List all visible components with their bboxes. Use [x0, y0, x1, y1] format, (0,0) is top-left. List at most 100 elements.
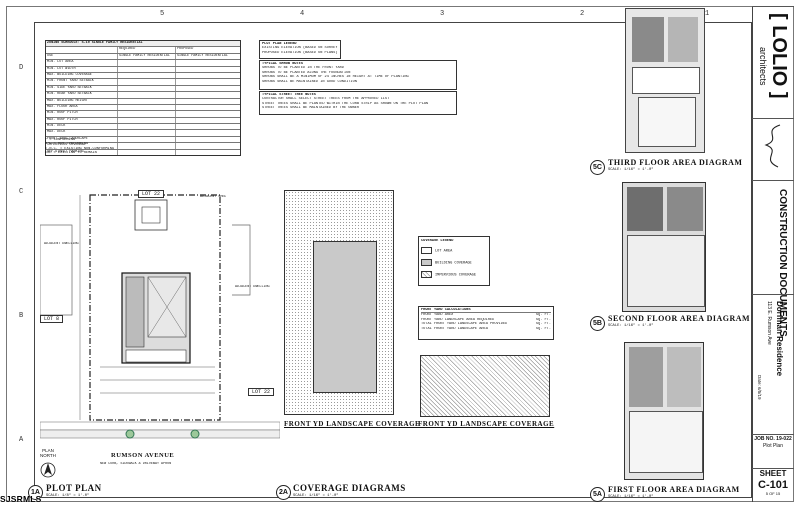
plot-plan-legend: PLOT PLAN LEGEND EXISTING ELEVATION (BAS…: [259, 40, 341, 59]
zoning-row: MIN. LOT WIDTH: [46, 66, 240, 73]
project-section: Dorfman Residence 113 E. Rumson Ave Date…: [752, 294, 794, 406]
zoning-cell: [118, 60, 176, 66]
third-floor-scale: SCALE: 1/16" = 1'-0": [608, 168, 654, 172]
zoning-cell: [118, 98, 176, 104]
street-tree-note-line: STREET TREES SHALL BE MAINTAINED BY THE …: [262, 106, 360, 111]
project-name: Dorfman Residence: [775, 301, 784, 377]
calc-cell: SQ. FT.: [535, 322, 551, 327]
building-footprint: [313, 241, 377, 393]
zoning-cell: MIN. ROOF PITCH: [46, 111, 118, 117]
grid-label-a: A: [19, 436, 24, 444]
lot-label-right: LOT 22: [248, 388, 275, 396]
project-address: 113 E. Rumson Ave: [766, 301, 772, 345]
zoning-cell: [118, 130, 176, 136]
zoning-cell: [176, 79, 240, 84]
zoning-row: MIN. LOT AREA: [46, 60, 240, 67]
zoning-note: E.N.C. = EXISTING NON-CONFORMING: [45, 146, 115, 151]
job-number-section: JOB NO. 19-022 Plot Plan: [752, 434, 794, 450]
coverage-legend-item: IMPERVIOUS COVERAGE: [421, 271, 487, 279]
curb-note: NEW CURB, SIDEWALK & DRIVEWAY APRON: [100, 462, 172, 466]
third-floor-plan: [625, 8, 705, 153]
shrub-note-line: SHRUBS SHALL BE A MINIMUM OF 24 INCHES I…: [262, 75, 409, 80]
coverage-legend-item: LOT AREA: [421, 247, 487, 255]
firm-logo: [ LOLIO ]: [768, 13, 790, 99]
shrub-notes: TYPICAL SHRUB NOTES SHRUBS TO BE PLANTED…: [259, 60, 457, 90]
street-tree-notes-title: TYPICAL STREET TREE NOTES: [262, 93, 316, 97]
coverage-legend-title: COVERAGE LEGEND: [421, 239, 454, 243]
zoning-cell: IMPERVIOUS COVERAGE: [46, 143, 118, 149]
zoning-cell: [118, 85, 176, 92]
zoning-cell: [118, 117, 176, 124]
north-arrow-icon: [40, 462, 56, 478]
zoning-cell: MIN. DECK: [46, 124, 118, 130]
zoning-cell: MAX. BUILDING HEIGHT: [46, 98, 118, 104]
zoning-cell: SINGLE FAMILY RESIDENTIAL: [118, 53, 176, 60]
zoning-row: MAX. ROOF PITCH: [46, 117, 240, 125]
sheet-inner-border: [34, 22, 752, 498]
zoning-note: N/C = NON-CONFORMING: [45, 142, 89, 147]
zoning-cell: [176, 143, 240, 148]
zoning-row: IMPERVIOUS COVERAGE: [46, 143, 240, 150]
zoning-cell: MAX. BUILDING COVERAGE: [46, 72, 118, 79]
zoning-row: MIN. SIDE YARD SETBACK: [46, 85, 240, 93]
zoning-row: MAX. BUILDING HEIGHT: [46, 98, 240, 105]
calc-cell: TOTAL FRONT YARD LANDSCAPE AREA PROVIDED: [421, 322, 508, 327]
coverage-legend-item: BUILDING COVERAGE: [421, 259, 487, 267]
grid-label-4: 4: [300, 10, 305, 18]
title-block-logo-section: [ LOLIO ] architects: [752, 6, 794, 116]
zoning-cell: [118, 66, 176, 72]
zoning-header: [46, 47, 118, 53]
calc-cell: FRONT YARD AREA: [421, 313, 454, 318]
coverage-legend: COVERAGE LEGEND LOT AREA BUILDING COVERA…: [418, 236, 490, 286]
sheet-label: SHEET: [759, 469, 787, 478]
signature-mark: [764, 124, 781, 168]
lot-label-left: LOT 8: [40, 315, 64, 323]
document-stage: CONSTRUCTION DOCUMENTS: [777, 189, 788, 337]
zoning-cell: MAX. DECK: [46, 130, 118, 136]
zoning-note: * = CONFORMING: [45, 138, 76, 142]
zoning-cell: [176, 86, 240, 91]
legend-item: EXISTING ELEVATION (BASED ON SURVEY): [262, 46, 338, 51]
grid-label-d: D: [19, 64, 24, 72]
zoning-row: MAX. BUILDING COVERAGE: [46, 72, 240, 80]
sheet-number-section: SHEET C-101 5 OF 15: [752, 468, 794, 502]
zoning-cell: MIN. REAR YARD SETBACK: [46, 92, 118, 98]
job-number: JOB NO. 19-022: [754, 436, 792, 442]
zoning-cell: [118, 104, 176, 111]
zoning-cell: [176, 137, 240, 142]
zoning-cell: [118, 72, 176, 79]
zoning-schedule-table: ZONING SCHEDULE: S-10 SINGLE FAMILY RESI…: [45, 40, 241, 157]
second-floor-title: SECOND FLOOR AREA DIAGRAM: [608, 314, 751, 323]
zoning-row: FRONT YARD LANDSCAPE: [46, 136, 240, 144]
sheet-number: C-101: [758, 479, 788, 491]
coverage-scale: SCALE: 1/16" = 1'-0": [293, 494, 339, 498]
shrub-notes-title: TYPICAL SHRUB NOTES: [262, 62, 303, 66]
calc-cell: SQ. FT.: [535, 326, 551, 331]
street-name: RUMSON AVENUE: [111, 452, 175, 459]
zoning-row: OFF-STREET PARKING: [46, 149, 240, 156]
zoning-row: MIN. REAR YARD SETBACK: [46, 92, 240, 99]
zoning-row: MAX. DECK: [46, 130, 240, 137]
title-block: [752, 6, 794, 502]
sheet-outer-border: [6, 6, 794, 502]
adjacent-dwelling-left: ADJACENT DWELLING: [44, 242, 79, 246]
second-floor-plan: [622, 182, 706, 312]
zoning-cell: MIN. LOT WIDTH: [46, 66, 118, 72]
shrub-note-line: SHRUBS SHALL BE MAINTAINED IN GOOD CONDI…: [262, 79, 357, 84]
zoning-cell: USE: [46, 53, 118, 60]
first-floor-title: FIRST FLOOR AREA DIAGRAM: [608, 485, 740, 494]
front-yard-coverage-caption: FRONT YD LANDSCAPE COVERAGE: [418, 420, 555, 428]
firm-name: architects: [758, 47, 768, 86]
third-floor-title: THIRD FLOOR AREA DIAGRAM: [608, 158, 743, 167]
zoning-cell: [176, 60, 240, 65]
sheet-count: 5 OF 15: [765, 491, 781, 496]
third-floor-bubble: 5C: [590, 160, 605, 175]
zoning-cell: [176, 73, 240, 78]
zoning-header: REQUIRED: [118, 47, 176, 53]
plot-plan-scale: SCALE: 1/8" = 1'-0": [46, 494, 90, 498]
legend-title: PLOT PLAN LEGEND: [262, 42, 297, 46]
zoning-cell: [118, 136, 176, 143]
